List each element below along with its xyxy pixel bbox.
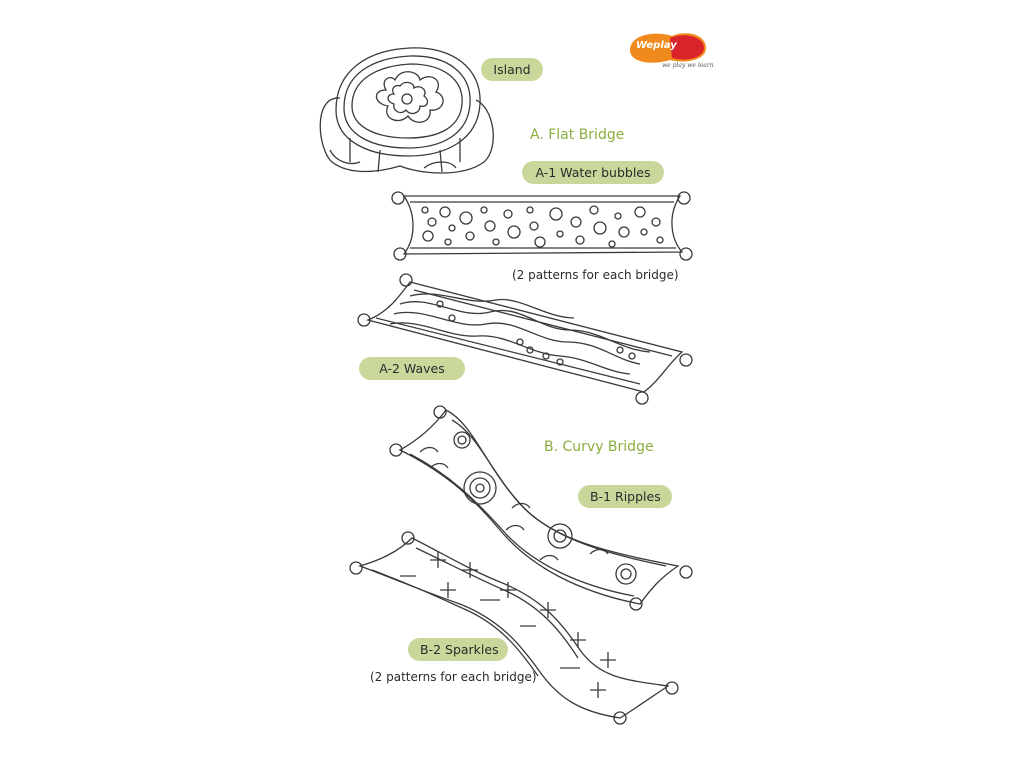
note-patterns-a: (2 patterns for each bridge) (512, 268, 679, 282)
weplay-logo (630, 33, 706, 63)
logo-tagline: we play we learn (662, 62, 714, 69)
heading-curvy-bridge: B. Curvy Bridge (544, 439, 654, 455)
bridge-b1-drawing (389, 405, 693, 611)
island-drawing (319, 47, 494, 174)
bridge-b2-drawing (349, 531, 679, 725)
label-b2-sparkles: B-2 Sparkles (408, 638, 508, 661)
bridge-a1-drawing (391, 191, 693, 261)
bridge-a2-drawing (357, 273, 693, 405)
label-a2-waves: A-2 Waves (359, 357, 465, 380)
label-a1-water-bubbles: A-1 Water bubbles (522, 161, 664, 184)
logo-wordmark: Weplay (636, 40, 677, 51)
label-island: Island (481, 58, 543, 81)
note-patterns-b: (2 patterns for each bridge) (370, 670, 537, 684)
label-b1-ripples: B-1 Ripples (578, 485, 672, 508)
heading-flat-bridge: A. Flat Bridge (530, 127, 625, 143)
